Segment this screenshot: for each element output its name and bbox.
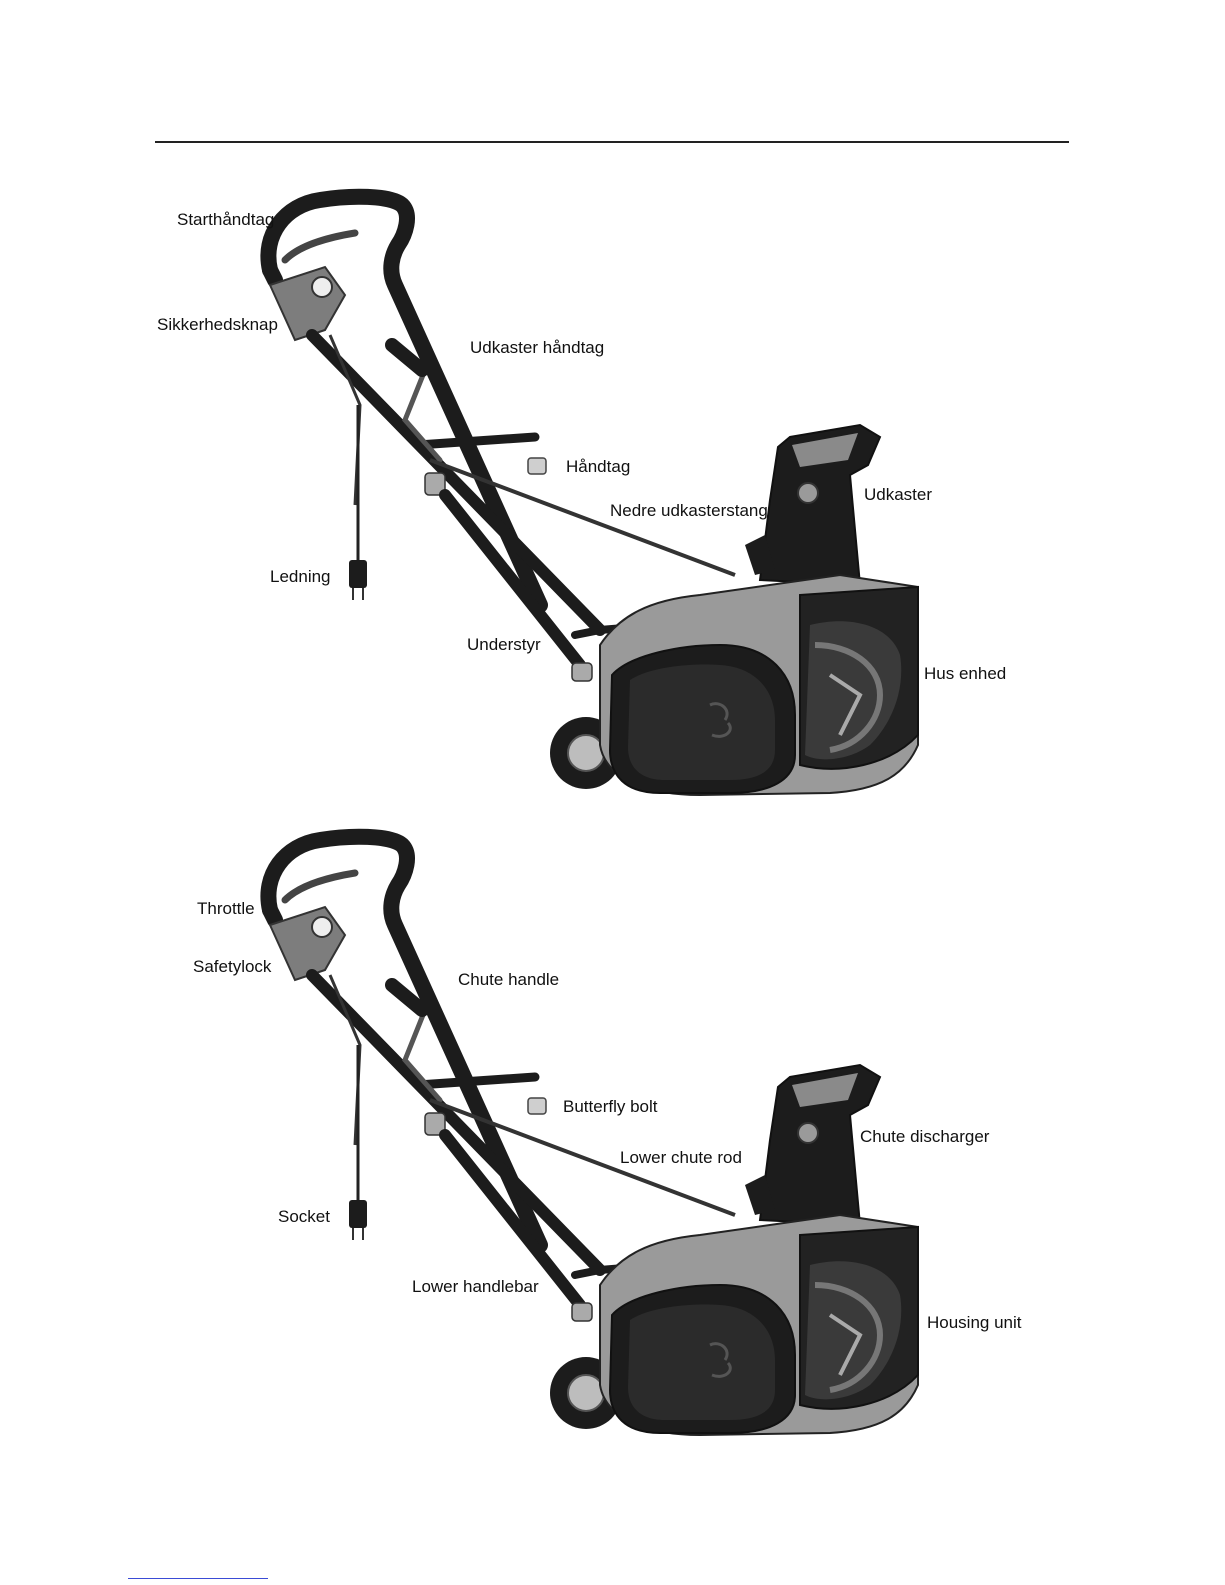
label-lower-handlebar: Lower handlebar	[412, 1277, 539, 1297]
label-safety-lock: Safetylock	[193, 957, 271, 977]
header-rule	[155, 141, 1069, 143]
label-butterfly-bolt: Håndtag	[566, 457, 630, 477]
footer-link-underline[interactable]	[128, 1578, 268, 1579]
label-housing-unit: Housing unit	[927, 1313, 1022, 1333]
label-lower-handlebar: Understyr	[467, 635, 541, 655]
label-chute-handle: Udkaster håndtag	[470, 338, 604, 358]
snow-thrower-drawing	[268, 197, 918, 795]
label-socket: Ledning	[270, 567, 331, 587]
label-chute-discharger: Chute discharger	[860, 1127, 989, 1147]
label-throttle: Throttle	[197, 899, 255, 919]
label-chute-discharger: Udkaster	[864, 485, 932, 505]
label-housing-unit: Hus enhed	[924, 664, 1006, 684]
label-lower-chute-rod: Lower chute rod	[620, 1148, 742, 1168]
snow-thrower-diagram-english: Throttle Safetylock Chute handle Butterf…	[0, 815, 1225, 1475]
snow-thrower-illustration	[0, 815, 1225, 1475]
label-lower-chute-rod: Nedre udkasterstang	[610, 501, 768, 521]
label-safety-lock: Sikkerhedsknap	[157, 315, 278, 335]
label-throttle: Starthåndtag	[177, 210, 274, 230]
label-socket: Socket	[278, 1207, 330, 1227]
snow-thrower-drawing	[268, 837, 918, 1435]
snow-thrower-diagram-danish: Starthåndtag Sikkerhedsknap Udkaster hån…	[0, 175, 1225, 835]
label-chute-handle: Chute handle	[458, 970, 559, 990]
label-butterfly-bolt: Butterfly bolt	[563, 1097, 658, 1117]
